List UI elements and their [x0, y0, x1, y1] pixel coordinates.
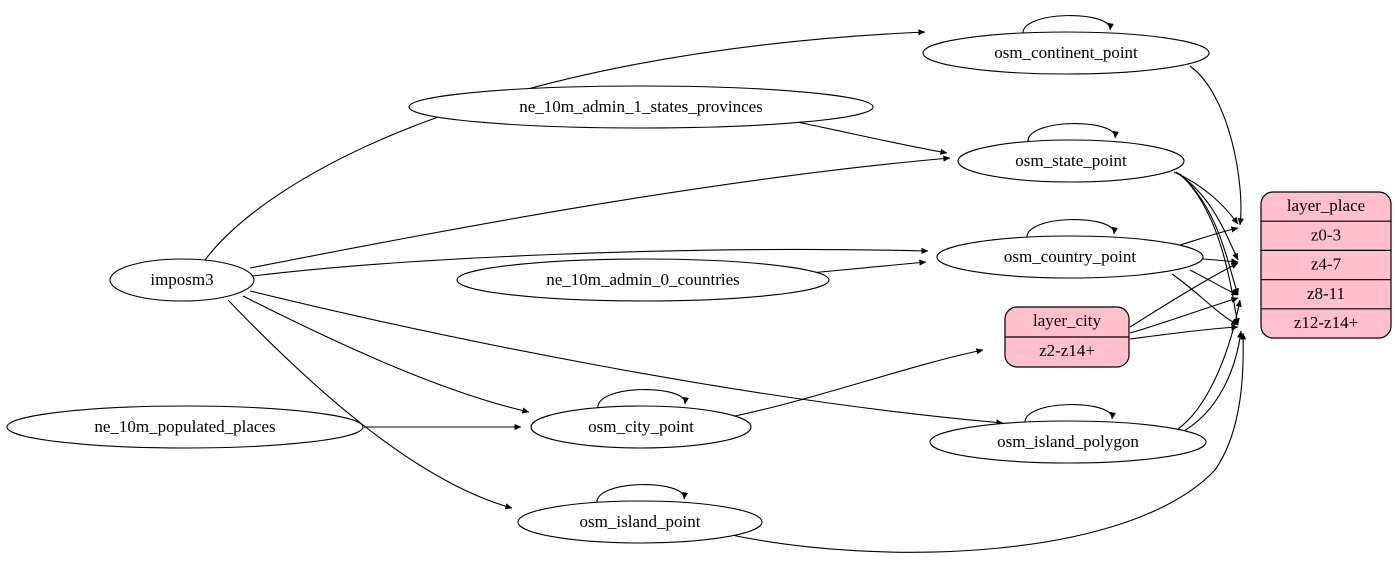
layer-box-layer_city[interactable]: layer_city z2-z14+ — [1004, 306, 1130, 368]
edge-self-loop-osm_island_polygon — [1024, 404, 1117, 425]
node-osm_state_point[interactable]: osm_state_point — [957, 139, 1185, 183]
edge-imposm3-to-osm_island_polygon — [249, 290, 1004, 426]
layer-place-row-z4-7[interactable]: z4-7 — [1311, 255, 1342, 274]
edge-layer_city-to-layer_place-z8-11 — [1129, 296, 1239, 334]
node-osm_city_point[interactable]: osm_city_point — [530, 405, 752, 449]
edge-self-loop-osm_island_point — [596, 484, 689, 505]
node-label-imposm3: imposm3 — [150, 270, 213, 289]
source-nodes-group: imposm3 ne_10m_admin_1_states_provinces … — [6, 85, 874, 449]
node-label-ne_10m_admin_0_countries: ne_10m_admin_0_countries — [546, 270, 740, 289]
node-imposm3[interactable]: imposm3 — [109, 258, 255, 302]
layer-place-row-z0-3[interactable]: z0-3 — [1311, 225, 1341, 244]
node-label-osm_country_point: osm_country_point — [1004, 247, 1136, 266]
edge-osm_state_point-to-layer_place-z0-3 — [1173, 171, 1239, 225]
node-osm_country_point[interactable]: osm_country_point — [936, 235, 1204, 279]
edge-imposm3-to-osm_state_point — [249, 155, 951, 269]
layer-place-row-z8-11[interactable]: z8-11 — [1307, 284, 1345, 303]
edge-osm_country_point-to-layer_place-z12-z14+ — [1171, 273, 1239, 326]
edge-self-loop-osm_city_point — [597, 389, 690, 410]
layer-box-title-layer_city: layer_city — [1033, 311, 1101, 330]
edge-osm_continent_point-to-layer_place-z0-3 — [1189, 65, 1244, 226]
node-ne_10m_admin_1_states_provinces[interactable]: ne_10m_admin_1_states_provinces — [408, 85, 874, 129]
node-osm_island_polygon[interactable]: osm_island_polygon — [929, 420, 1207, 464]
edge-self-loop-osm_country_point — [1026, 219, 1119, 240]
node-osm_island_point[interactable]: osm_island_point — [517, 500, 763, 544]
edge-self-loop-osm_state_point — [1027, 123, 1120, 144]
node-label-osm_island_point: osm_island_point — [580, 512, 701, 531]
layer-place-row-z12-z14plus[interactable]: z12-z14+ — [1294, 313, 1358, 332]
edge-osm_island_polygon-to-layer_place-z12-z14+ — [1181, 330, 1244, 433]
edge-imposm3-to-osm_island_point — [227, 299, 513, 510]
node-ne_10m_admin_0_countries[interactable]: ne_10m_admin_0_countries — [456, 258, 830, 302]
node-label-ne_10m_admin_1_states_provinces: ne_10m_admin_1_states_provinces — [519, 97, 763, 116]
edge-imposm3-to-osm_country_point — [252, 247, 929, 277]
node-osm_continent_point[interactable]: osm_continent_point — [922, 31, 1210, 75]
edge-osm_city_point-to-layer_city — [734, 348, 984, 417]
layer-boxes-group: layer_place z0-3 z4-7 z8-11 z12-z14+ lay… — [1004, 191, 1392, 368]
edge-imposm3-to-osm_city_point — [242, 295, 530, 414]
node-label-osm_city_point: osm_city_point — [588, 417, 694, 436]
edge-osm_state_point-to-layer_place-z12-z14+ — [1179, 173, 1240, 326]
node-label-ne_10m_populated_places: ne_10m_populated_places — [94, 417, 275, 436]
edge-osm_country_point-to-layer_place-z4-7 — [1202, 258, 1239, 265]
edge-osm_country_point-to-layer_place-z8-11 — [1189, 269, 1239, 296]
node-ne_10m_populated_places[interactable]: ne_10m_populated_places — [6, 405, 364, 449]
edge-self-loop-osm_continent_point — [1022, 15, 1115, 36]
layer-box-title-layer_place: layer_place — [1287, 196, 1365, 215]
node-label-osm_continent_point: osm_continent_point — [994, 43, 1138, 62]
edge-osm_country_point-to-layer_place-z0-3 — [1179, 226, 1239, 246]
node-label-osm_island_polygon: osm_island_polygon — [997, 432, 1139, 451]
layer-box-layer_place[interactable]: layer_place z0-3 z4-7 z8-11 z12-z14+ — [1260, 191, 1392, 339]
edges-group — [204, 15, 1247, 553]
edge-imposm3-to-osm_continent_point — [204, 29, 926, 261]
edge-osm_island_polygon-to-layer_place-z8-11 — [1177, 299, 1242, 430]
table-nodes-group: osm_continent_point osm_state_point osm_… — [517, 31, 1210, 544]
layer-city-row-z2-z14plus[interactable]: z2-z14+ — [1039, 341, 1095, 360]
edge-layer_city-to-layer_place-z12-z14+ — [1129, 324, 1239, 340]
node-label-osm_state_point: osm_state_point — [1015, 151, 1127, 170]
edge-osm_island_point-to-layer_place-z12-z14+ — [721, 332, 1247, 553]
edge-layer_city-to-layer_place-z4-7 — [1129, 262, 1239, 328]
edge-ne_10m_admin_1_states_provinces-to-osm_state_point — [796, 121, 948, 155]
edge-ne_10m_admin_0_countries-to-osm_country_point — [809, 259, 927, 274]
